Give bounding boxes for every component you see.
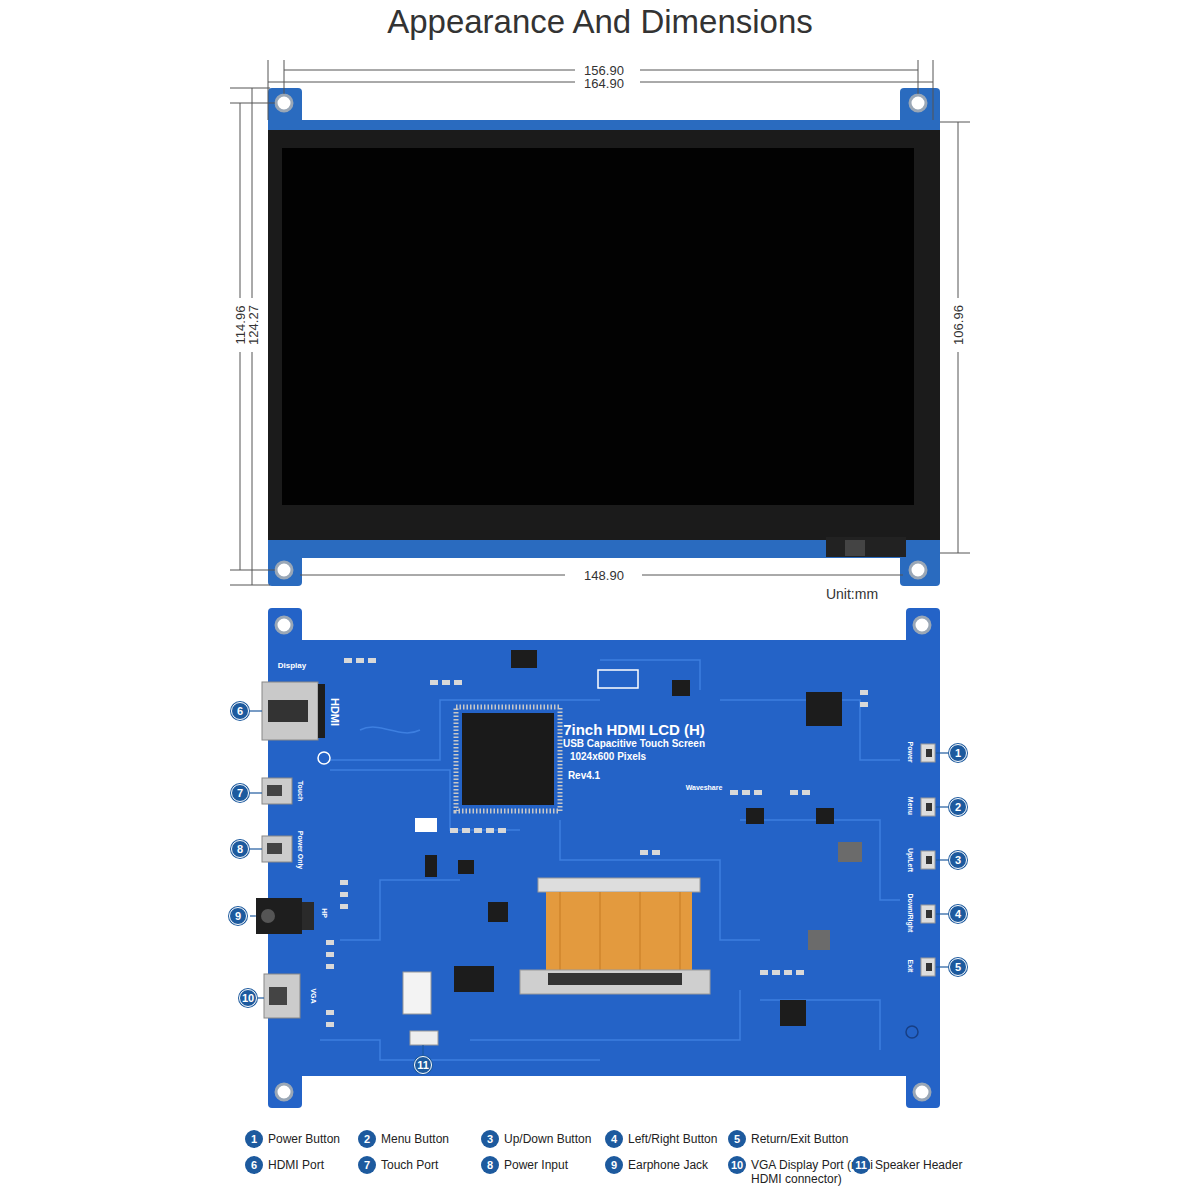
callout-number-text: 3 xyxy=(955,855,961,866)
silkscreen-label: Power Only xyxy=(297,831,304,870)
callout-number: 7 xyxy=(231,784,249,802)
callout-number: 3 xyxy=(949,851,967,869)
silkscreen-label: HDMI xyxy=(329,698,340,726)
callout-number: 9 xyxy=(605,1156,623,1174)
part-name: Power Button xyxy=(268,1130,340,1146)
callout-number: 8 xyxy=(481,1156,499,1174)
key-entry: 3 Up/Down Button xyxy=(481,1130,591,1148)
part-name: Up/Down Button xyxy=(504,1130,591,1146)
dimension-value: 124.27 xyxy=(246,302,261,348)
part-name: Touch Port xyxy=(381,1156,438,1172)
callout-number: 6 xyxy=(245,1156,263,1174)
callout-number-text: 9 xyxy=(235,911,241,922)
callout-number: 6 xyxy=(231,702,249,720)
callout-number: 1 xyxy=(949,744,967,762)
button-label: Down/Right xyxy=(907,894,914,933)
callout-number: 11 xyxy=(852,1156,870,1174)
callout-number-text: 6 xyxy=(237,706,243,717)
key-entry: 9 Earphone Jack xyxy=(605,1156,708,1174)
key-entry: 5 Return/Exit Button xyxy=(728,1130,848,1148)
dimension-lines xyxy=(230,60,970,585)
silkscreen-label: HP xyxy=(321,908,328,918)
key-entry: 11 Speaker Header xyxy=(852,1156,962,1174)
part-name: Power Input xyxy=(504,1156,568,1172)
callout-number-text: 11 xyxy=(417,1060,429,1071)
silkscreen-label: VGA xyxy=(310,988,317,1003)
dimension-value: 106.96 xyxy=(951,302,966,348)
dimension-value: 148.90 xyxy=(581,568,627,583)
callout-number-text: 10 xyxy=(242,993,254,1004)
silkscreen-label: Waveshare xyxy=(686,784,723,791)
callout-number: 5 xyxy=(728,1130,746,1148)
key-entry: 8 Power Input xyxy=(481,1156,568,1174)
part-name: Menu Button xyxy=(381,1130,449,1146)
callout-number: 4 xyxy=(605,1130,623,1148)
key-entry: 1 Power Button xyxy=(245,1130,340,1148)
button-label: Power xyxy=(907,741,914,762)
key-entry: 6 HDMI Port xyxy=(245,1156,324,1174)
button-label: Up/Left xyxy=(907,848,914,872)
callout-number-text: 4 xyxy=(955,909,961,920)
callout-number: 1 xyxy=(245,1130,263,1148)
callout-number: 5 xyxy=(949,958,967,976)
button-label: Menu xyxy=(907,797,914,815)
callout-number: 8 xyxy=(231,840,249,858)
board-name: 7inch HDMI LCD (H) xyxy=(563,722,705,737)
button-label: Exit xyxy=(907,960,914,973)
callout-number: 9 xyxy=(229,907,247,925)
callout-number: 2 xyxy=(358,1130,376,1148)
part-name: HDMI Port xyxy=(268,1156,324,1172)
callout-number: 10 xyxy=(728,1156,746,1174)
callout-number: 10 xyxy=(239,989,257,1007)
callout-number: 11 xyxy=(414,1056,432,1074)
title: Appearance And Dimensions xyxy=(0,2,1200,42)
leader-lines xyxy=(250,711,948,1055)
callout-number-text: 2 xyxy=(955,802,961,813)
callout-number: 2 xyxy=(949,798,967,816)
callout-number: 4 xyxy=(949,905,967,923)
silkscreen-label: 1024x600 Pixels xyxy=(570,752,646,762)
back-view xyxy=(256,608,940,1108)
callout-number-text: 5 xyxy=(955,962,961,973)
part-name: Return/Exit Button xyxy=(751,1130,848,1146)
part-name: Earphone Jack xyxy=(628,1156,708,1172)
silkscreen-label: Touch xyxy=(297,781,304,801)
part-name: Left/Right Button xyxy=(628,1130,717,1146)
silkscreen-label: Display xyxy=(278,662,306,670)
dimension-value: 164.90 xyxy=(581,76,627,91)
key-entry: 4 Left/Right Button xyxy=(605,1130,717,1148)
unit-note: Unit:mm xyxy=(823,586,881,602)
silkscreen-label: USB Capacitive Touch Screen xyxy=(563,739,705,749)
callout-number: 7 xyxy=(358,1156,376,1174)
front-view xyxy=(268,88,940,586)
callout-number-text: 8 xyxy=(237,844,243,855)
callout-number-text: 7 xyxy=(237,788,243,799)
callout-number-text: 1 xyxy=(955,748,961,759)
callout-number: 3 xyxy=(481,1130,499,1148)
part-name: Speaker Header xyxy=(875,1156,962,1172)
silkscreen-label: Rev4.1 xyxy=(568,771,600,781)
key-entry: 7 Touch Port xyxy=(358,1156,438,1174)
key-entry: 2 Menu Button xyxy=(358,1130,449,1148)
